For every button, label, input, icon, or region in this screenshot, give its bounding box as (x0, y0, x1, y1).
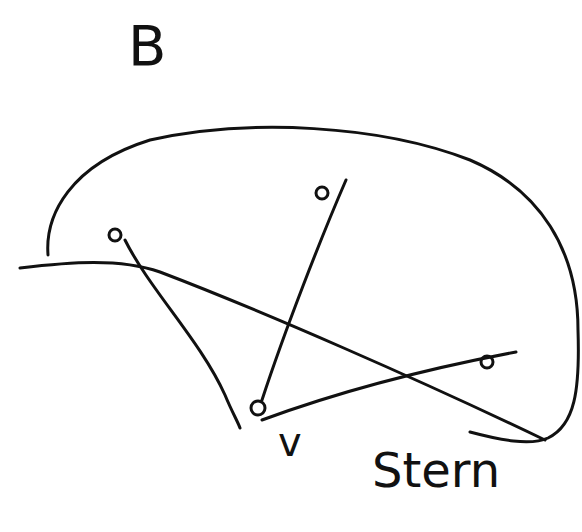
vertex-dot (481, 356, 493, 368)
vertex-dot (251, 401, 265, 415)
region-label: B (128, 18, 166, 74)
caption-text: Stern (372, 446, 500, 494)
vertex-node: v (248, 398, 268, 418)
crossing-line (20, 263, 545, 441)
vertex-label: v (278, 422, 302, 462)
edge-line (262, 180, 346, 400)
edge-line (125, 240, 240, 428)
vertex-dot (316, 187, 328, 199)
region-outline-path (48, 127, 579, 441)
vertex-dot (109, 229, 121, 241)
edge-line (262, 352, 516, 420)
